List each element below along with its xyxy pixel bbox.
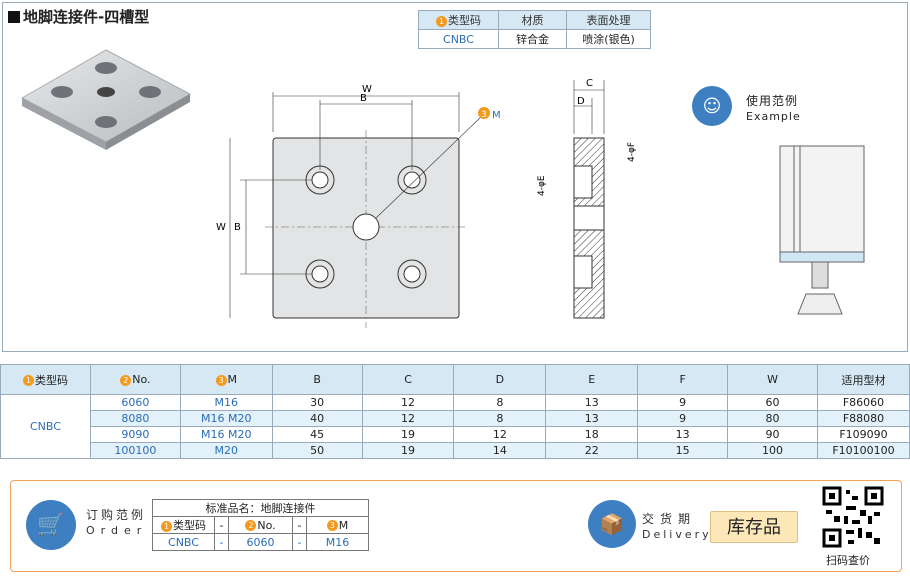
- page-title: 地脚连接件-四槽型: [8, 6, 149, 27]
- order-panel: [10, 480, 902, 572]
- svg-text:C: C: [586, 78, 593, 89]
- svg-text:D: D: [577, 96, 585, 107]
- square-icon: [8, 10, 20, 23]
- cart-icon: 🛒: [26, 500, 76, 550]
- side-view-drawing: C D 4-φE 4-φF: [537, 78, 637, 319]
- usage-icon: ☺: [692, 86, 732, 126]
- qr-code-icon[interactable]: [822, 486, 884, 548]
- svg-text:4-φF: 4-φF: [627, 142, 637, 162]
- delivery-box-icon: 📦: [588, 500, 636, 548]
- product-panel: [2, 2, 908, 352]
- product-photo: [20, 49, 192, 150]
- svg-text:B: B: [234, 222, 241, 233]
- svg-text:W: W: [216, 222, 226, 233]
- svg-text:3: 3: [481, 110, 487, 120]
- usage-example-drawing: [779, 145, 865, 315]
- svg-text:W: W: [362, 84, 372, 95]
- stock-badge: 库存品: [710, 511, 798, 543]
- badge-1-icon: 1: [436, 15, 447, 27]
- svg-text:4-φE: 4-φE: [537, 175, 547, 196]
- front-view-drawing: W B W B 3: [216, 84, 490, 328]
- svg-text:B: B: [360, 93, 367, 104]
